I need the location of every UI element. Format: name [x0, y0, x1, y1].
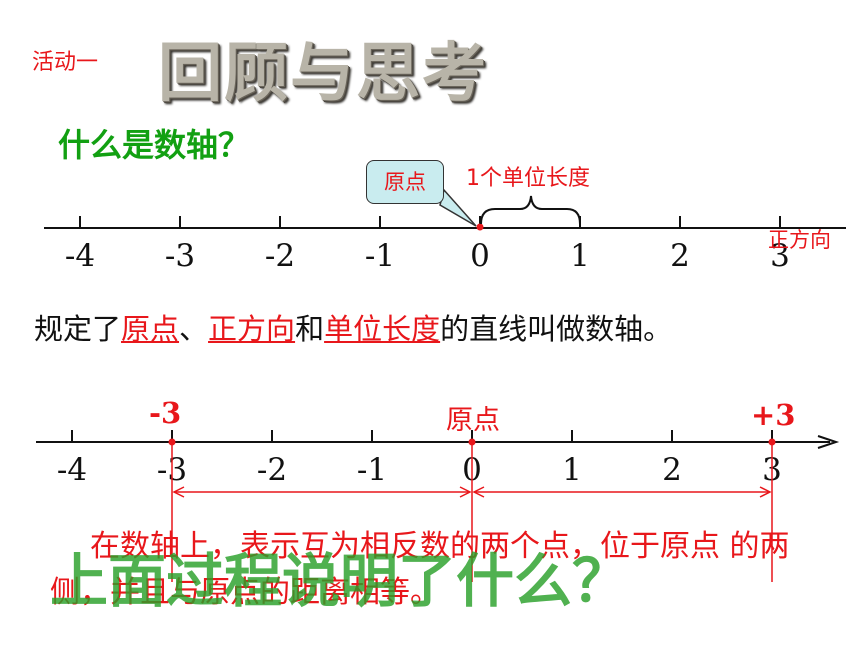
origin-callout: 原点	[366, 160, 444, 204]
point-origin	[468, 438, 476, 446]
point-minus3	[168, 438, 176, 446]
axis1-origin-dot	[476, 223, 484, 231]
axis2-arrow	[817, 435, 840, 449]
axis1-tick-label: 2	[670, 238, 690, 274]
overlay-question: 上面过程说明了什么？	[50, 547, 631, 615]
axis1-tick-label: -1	[365, 238, 395, 274]
axis2-tick-label: -1	[357, 452, 387, 488]
minus3-label: -3	[149, 396, 182, 430]
definition-part1: 规定了	[34, 312, 122, 346]
axis1-tick-label: 1	[570, 238, 590, 274]
origin-label: 原点	[446, 405, 500, 436]
axis1-tick-label: -3	[165, 238, 195, 274]
positive-direction-label: 正方向	[768, 228, 831, 252]
unit-length-label: 1个单位长度	[466, 166, 590, 191]
axis1-ticks: -4 -3 -2 -1 0 1 2 3	[65, 216, 790, 274]
axis2-tick-label: 1	[562, 452, 582, 488]
question-heading: 什么是数轴？	[58, 126, 251, 164]
conclusion-text: 在数轴上，表示互为相反数的两个点，位于原点 的两侧，并且与原点的距离相等。	[50, 524, 794, 616]
axis1-tick-label: 3	[770, 238, 790, 274]
plus3-label: +3	[751, 398, 796, 432]
callout-pointer	[439, 188, 477, 227]
term-unit-length: 单位长度	[324, 312, 441, 346]
definition-part2: 和	[295, 312, 325, 346]
definition-sep1: 、	[179, 312, 209, 346]
axis1-tick-label: -4	[65, 238, 95, 274]
axis1-tick-label: 0	[470, 238, 490, 274]
unit-brace	[480, 195, 581, 225]
definition-text: 规定了原点、正方向和单位长度的直线叫做数轴。	[34, 306, 672, 348]
axis2-tick-label: 2	[662, 452, 682, 488]
axis1-tick-label: -2	[265, 238, 295, 274]
axis2-tick-label: -4	[57, 452, 87, 488]
point-plus3	[768, 438, 776, 446]
axis2-tick-label: -2	[257, 452, 287, 488]
distance-left-arrows	[172, 486, 472, 498]
term-positive-direction: 正方向	[208, 312, 296, 346]
activity-label: 活动一	[32, 50, 99, 75]
distance-right-arrows	[472, 486, 772, 498]
conclusion-body: 在数轴上，表示互为相反数的两个点，位于原点 的两侧，并且与原点的距离相等。	[50, 529, 790, 610]
term-origin: 原点	[121, 312, 180, 346]
slide-title: 回顾与思考	[158, 36, 488, 111]
definition-part3: 的直线叫做数轴。	[440, 312, 673, 346]
